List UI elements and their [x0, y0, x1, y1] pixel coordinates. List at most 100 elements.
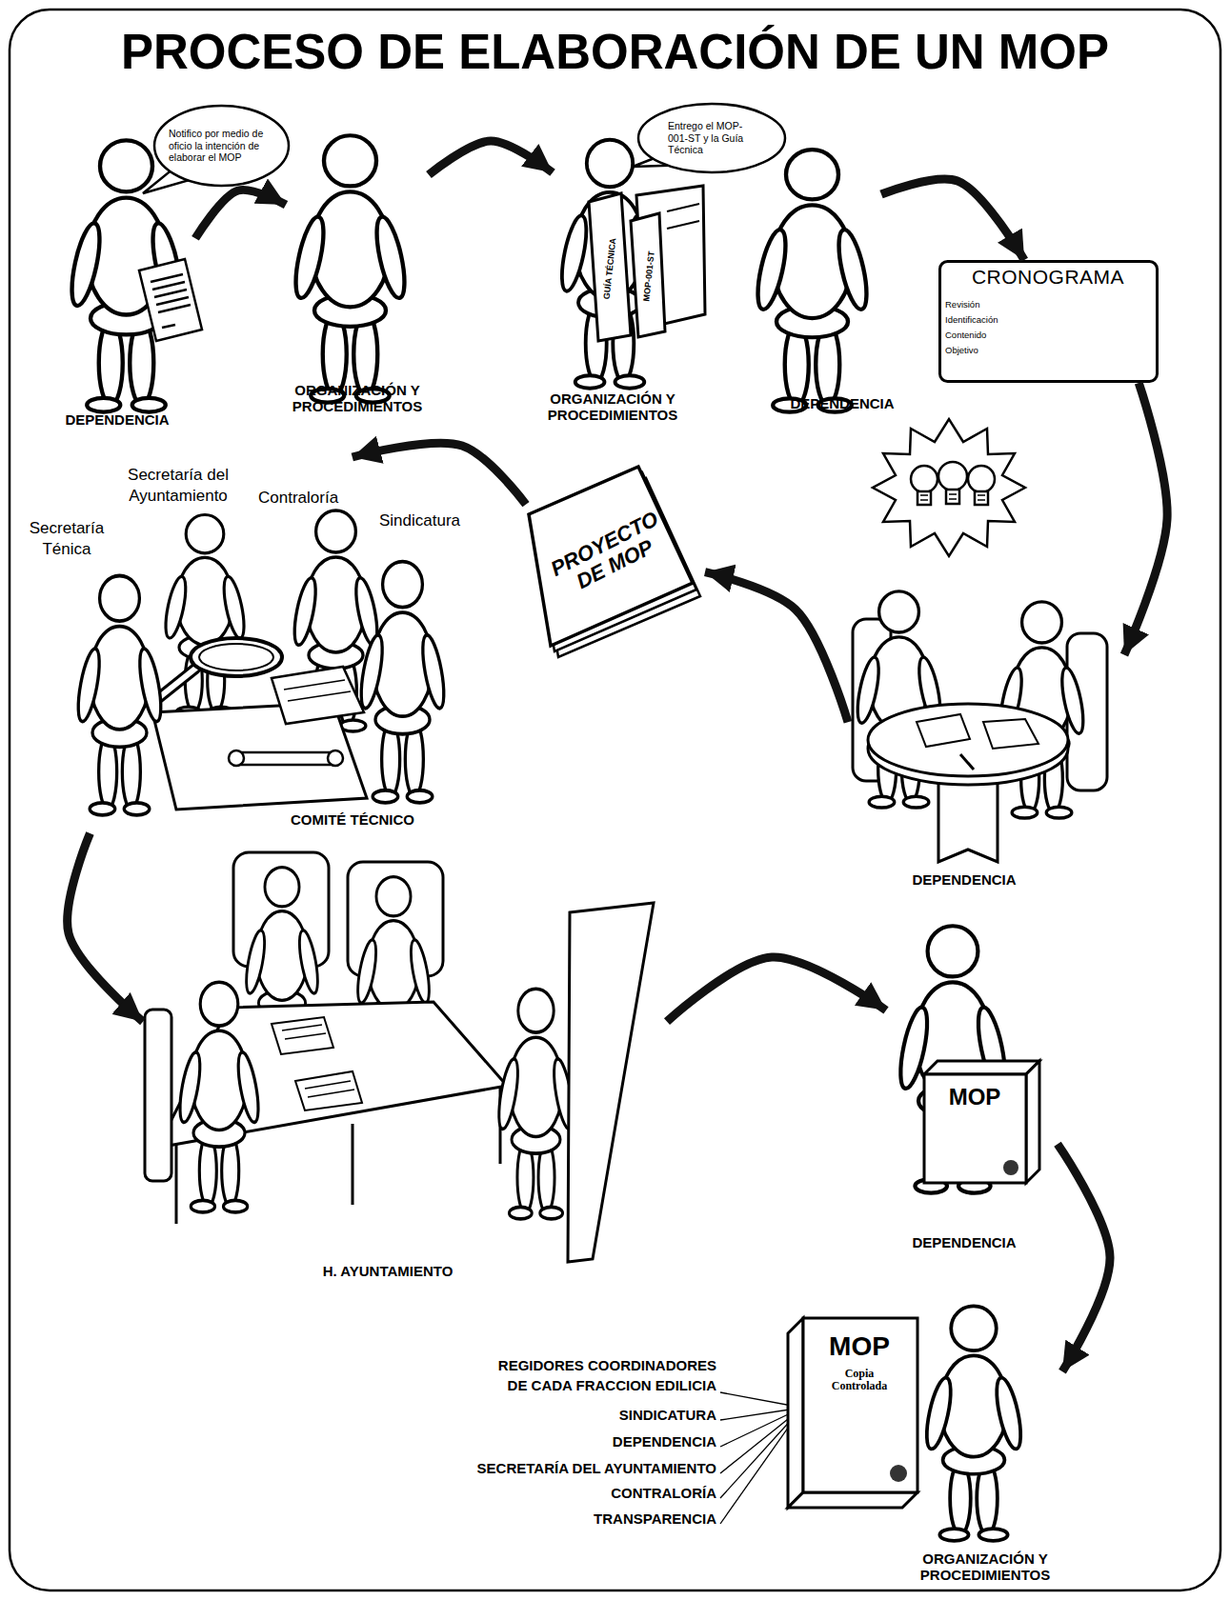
- draft-book: [528, 466, 701, 658]
- scene-group: H. AYUNTAMIENTO: [142, 838, 667, 1287]
- manual-book-outline: [922, 1059, 1042, 1186]
- actor-caption: DEPENDENCIA: [892, 1234, 1036, 1251]
- schedule-row: Objetivo: [945, 344, 1014, 357]
- flow-arrow: [352, 443, 526, 505]
- box-outline: [940, 262, 1158, 383]
- idea-burst: [967, 465, 995, 493]
- idea-burst: [917, 491, 931, 505]
- meeting-table: [867, 704, 1069, 777]
- figure-with-binders: [588, 193, 631, 342]
- committee-table: [74, 510, 449, 816]
- distribution-label: CONTRALORÍA: [483, 1483, 717, 1504]
- distribution-label: REGIDORES COORDINADORES DE CADA FRACCION…: [483, 1355, 717, 1396]
- book-subtitle: Copia Controlada: [821, 1368, 898, 1393]
- flow-arrow: [428, 141, 553, 176]
- idea-burst: [920, 494, 986, 501]
- actor-caption: H. AYUNTAMIENTO: [292, 1263, 484, 1280]
- speech-text: Notifico por medio de oficio la intenció…: [168, 127, 282, 164]
- distribution-label: SECRETARÍA DEL AYUNTAMIENTO: [430, 1458, 717, 1479]
- stick-figure: [290, 135, 411, 403]
- flow-arrow: [881, 179, 1025, 261]
- council-table: [567, 903, 654, 1263]
- schedule-title: CRONOGRAMA: [947, 265, 1149, 289]
- speech-bubble: Entrego el MOP-001-ST y la Guía Técnica: [636, 100, 787, 177]
- manual-book: MOP: [922, 1059, 1042, 1186]
- council-table: [295, 1071, 363, 1111]
- speech-bubble: Notifico por medio de oficio la intenció…: [152, 101, 291, 190]
- book-outline: [787, 1318, 918, 1509]
- committee-table: [199, 644, 274, 671]
- actor-caption: ORGANIZACIÓN Y PROCEDIMIENTOS: [908, 1551, 1062, 1584]
- stick-figure: [922, 1306, 1027, 1542]
- page-frame: [9, 9, 1221, 1592]
- document-book: PROYECTO DE MOP: [525, 463, 706, 658]
- actor-caption: COMITÉ TÉCNICO: [257, 811, 448, 828]
- flow-arrow: [67, 833, 143, 1023]
- manual-book: MOP Copia Controlada: [786, 1316, 920, 1511]
- flow-arrow: [666, 957, 887, 1023]
- bubble-outline: [154, 105, 289, 186]
- distribution-label: TRANSPARENCIA: [483, 1509, 717, 1530]
- figure-with-binders: [557, 140, 664, 389]
- meeting-table: [960, 754, 974, 770]
- book-top: [924, 1061, 1040, 1075]
- book-side: [1026, 1061, 1040, 1184]
- flow-arrow: [1124, 383, 1168, 656]
- figure-with-binders: [557, 140, 706, 389]
- committee-table: [357, 562, 449, 804]
- stick-figure: [752, 149, 873, 413]
- stick-figure: [922, 1306, 1027, 1542]
- member-label: Contraloría: [258, 487, 363, 509]
- actor-caption: DEPENDENCIA: [775, 395, 909, 412]
- book-seal: [1003, 1160, 1019, 1176]
- figure-with-letter: [66, 140, 202, 412]
- committee-table: [74, 576, 166, 816]
- book-spine: [787, 1318, 804, 1509]
- council-table: [144, 1009, 172, 1182]
- scene-group: DEPENDENCIA: [747, 133, 882, 424]
- idea-burst: [910, 462, 995, 505]
- book-title: MOP: [927, 1084, 1023, 1111]
- council-table: [144, 852, 654, 1263]
- distribution-label: SINDICATURA: [483, 1405, 717, 1426]
- schedule-row: Contenido: [945, 329, 1014, 342]
- stick-figure: [752, 149, 873, 413]
- meeting-table: [983, 719, 1039, 749]
- flow-arrow: [1057, 1144, 1110, 1372]
- scene-group: ORGANIZACIÓN Y PROCEDIMIENTOS: [285, 123, 429, 424]
- member-label: Secretaría Ténica: [14, 518, 120, 561]
- distribution-label: DEPENDENCIA: [483, 1431, 717, 1452]
- committee-table: [327, 750, 343, 767]
- flow-arrow: [195, 189, 286, 239]
- actor-caption: DEPENDENCIA: [892, 871, 1036, 888]
- idea-burst: [872, 419, 1026, 557]
- committee-table: [283, 680, 351, 702]
- committee-table: [152, 703, 367, 810]
- committee-table: [228, 750, 244, 767]
- bubble-outline: [638, 103, 786, 173]
- book-pages: [787, 1492, 918, 1509]
- schedule-row: Revisión: [945, 299, 1014, 311]
- committee-table: [233, 752, 339, 766]
- diagram-title: PROCESO DE ELABORACIÓN DE UN MOP: [0, 24, 1230, 81]
- book-seal: [889, 1465, 908, 1483]
- idea-burst: [946, 489, 960, 505]
- stick-figure: [290, 135, 411, 403]
- book-outline: [924, 1061, 1040, 1184]
- committee-table: [271, 666, 364, 725]
- speech-text: Entrego el MOP-001-ST y la Guía Técnica: [667, 120, 756, 157]
- figure-with-letter: [150, 274, 191, 328]
- book-title: MOP: [811, 1331, 908, 1363]
- member-label: Sindicatura: [379, 510, 484, 532]
- committee-table: [190, 638, 283, 677]
- actor-caption: ORGANIZACIÓN Y PROCEDIMIENTOS: [536, 390, 689, 424]
- meeting-table: [916, 714, 970, 747]
- idea-burst: [910, 465, 938, 493]
- idea-burst: [974, 491, 989, 505]
- book-cover: [803, 1318, 918, 1493]
- book-cover: [924, 1074, 1027, 1184]
- council-table: [271, 1017, 334, 1055]
- actor-caption: ORGANIZACIÓN Y PROCEDIMIENTOS: [285, 382, 429, 415]
- actor-caption: DEPENDENCIA: [45, 411, 189, 428]
- flow-arrow: [705, 572, 848, 724]
